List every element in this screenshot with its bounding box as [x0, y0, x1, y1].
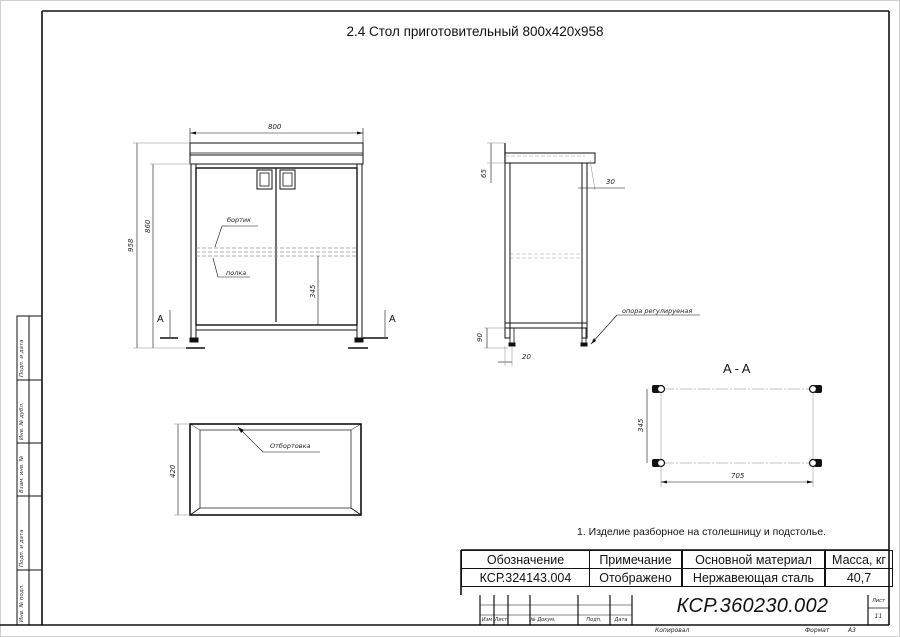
- drawing-note: 1. Изделие разборное на столешницу и под…: [577, 526, 826, 538]
- dim-width-705: 705: [731, 472, 745, 480]
- label-polka: полка: [226, 269, 246, 277]
- dim-width-800: 800: [268, 123, 282, 131]
- label-flange: Отбортовка: [270, 442, 311, 450]
- spec-header-mass: Масса, кг: [824, 550, 893, 569]
- side-stamp-inv-dubl: Инв. № дубл.: [19, 402, 25, 440]
- stamp-col-izm: Изм: [481, 617, 493, 623]
- spec-note: Отображено: [589, 568, 683, 587]
- dim-backsplash-65: 65: [480, 169, 488, 178]
- dim-depth-420: 420: [169, 464, 177, 478]
- side-stamp-sign-date-1: Подп. и дата: [19, 339, 25, 377]
- spec-header-note: Примечание: [589, 550, 683, 569]
- front-view: [133, 128, 388, 349]
- format-label: Формат: [805, 627, 830, 634]
- copied-label: Копировал: [655, 627, 690, 634]
- drawing-title: 2.4 Стол приготовительный 800x420x958: [346, 24, 604, 39]
- dim-height-860: 860: [144, 219, 152, 233]
- top-view-labels: 420 Отбортовка: [169, 442, 311, 478]
- spec-material: Нержавеющая сталь: [681, 568, 826, 587]
- spec-designation: КСР.324143.004: [461, 568, 590, 587]
- spec-header-designation: Обозначение: [461, 550, 590, 569]
- stamp-col-date: Дата: [614, 617, 628, 623]
- label-bortik: бортик: [227, 216, 251, 224]
- section-mark-left: A: [157, 314, 164, 325]
- spec-header-material: Основной материал: [681, 550, 826, 569]
- top-view: [174, 423, 362, 516]
- format-value: А3: [848, 627, 856, 634]
- section-aa: [646, 384, 822, 487]
- side-stamp-sign-date-2: Подп. и дата: [19, 529, 25, 567]
- section-mark-right: A: [389, 314, 396, 325]
- dim-overhang-30: 30: [606, 178, 615, 186]
- side-stamp: [16, 315, 43, 626]
- dim-height-958: 958: [127, 238, 135, 252]
- stamp-col-sign: Подп.: [586, 617, 602, 623]
- side-stamp-vzam: Взам. инв. №: [19, 455, 25, 493]
- sheet-label: Лист: [872, 598, 885, 604]
- spec-data-row: КСР.324143.004 Отображено Нержавеющая ст…: [461, 568, 893, 587]
- section-aa-labels: A - A 345 705: [637, 361, 751, 480]
- side-view: [484, 142, 700, 366]
- label-adjustable-support: опора регулируеная: [622, 307, 692, 315]
- stamp-col-list: Лист: [494, 617, 508, 623]
- spec-table: Обозначение Примечание Основной материал…: [461, 550, 893, 587]
- spec-header-row: Обозначение Примечание Основной материал…: [461, 550, 893, 569]
- sheet-number: 11: [874, 613, 883, 620]
- side-view-labels: 65 30 90 20 опора регулируеная: [476, 169, 692, 361]
- front-view-labels: 800 958 860 345 бортик полка A A: [127, 123, 396, 325]
- spec-mass: 40,7: [824, 568, 893, 587]
- document-code: КСР.360230.002: [676, 595, 829, 617]
- section-aa-title: A - A: [723, 361, 751, 376]
- dim-shelf-345: 345: [309, 284, 317, 298]
- dim-foot-90: 90: [476, 333, 484, 342]
- dim-foot-offset-20: 20: [522, 353, 531, 361]
- dim-depth-345: 345: [637, 418, 645, 432]
- stamp-col-doc: № Докум.: [530, 617, 556, 623]
- side-stamp-inv-podl: Инв. № подл.: [19, 584, 25, 622]
